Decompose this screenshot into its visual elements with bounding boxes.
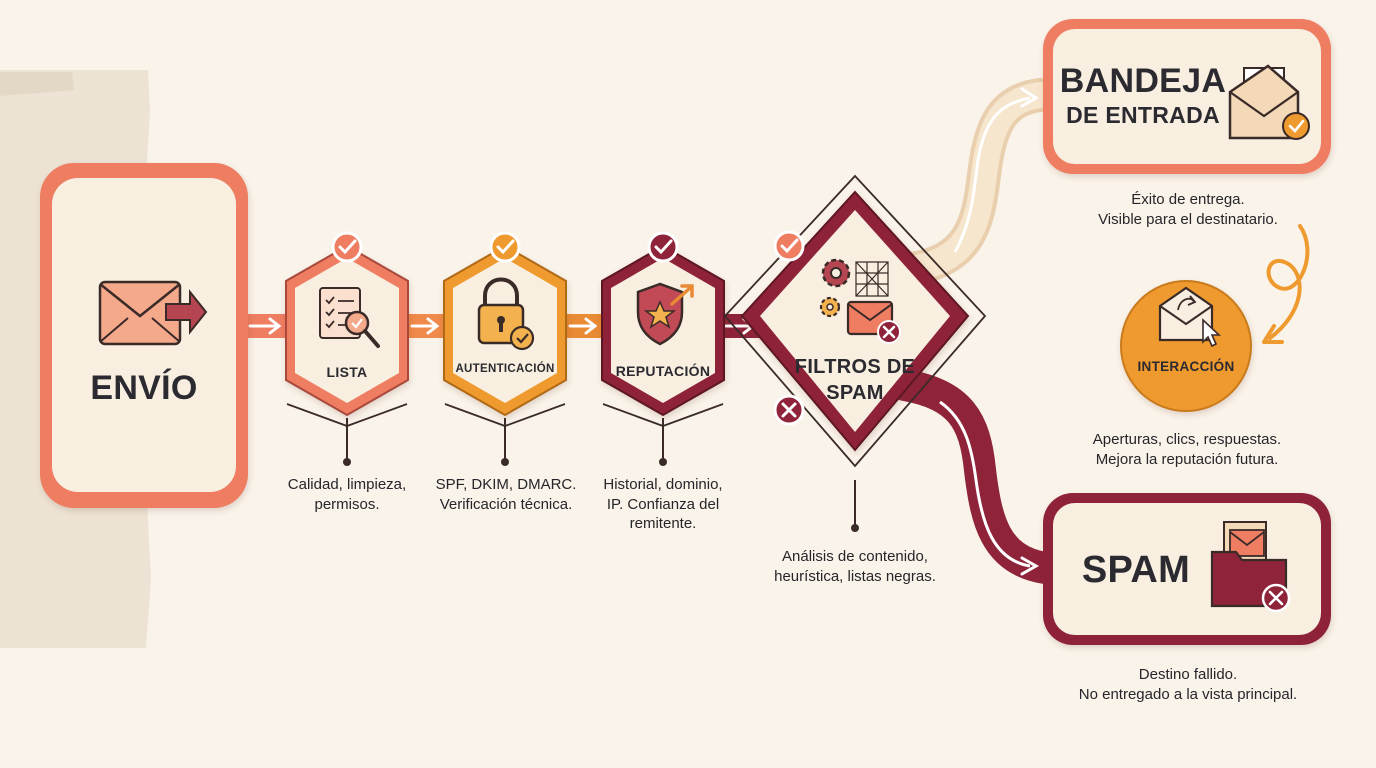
spam-card	[1043, 493, 1331, 645]
lista-caption-line-2: permisos.	[314, 495, 380, 513]
autenticacion-caption-line-1: SPF, DKIM, DMARC.	[435, 476, 577, 493]
envelope-check-icon	[1228, 64, 1310, 140]
inbox-branch-arrow	[888, 78, 1057, 287]
check-badge-icon	[647, 231, 679, 263]
check-badge-icon	[489, 231, 521, 263]
bandeja-caption: Éxito de entrega. Visible para el destin…	[1070, 190, 1306, 229]
spam-folder-icon	[1210, 521, 1291, 613]
lista-title: LISTA	[326, 364, 368, 380]
lista-node	[285, 231, 409, 466]
bandeja-card	[1043, 19, 1331, 174]
spam-caption-line-2: No entregado a la vista principal.	[1078, 685, 1298, 703]
lista-caption-line-1: Calidad, limpieza,	[287, 476, 407, 493]
check-badge-icon	[331, 231, 363, 263]
envio-title: ENVÍO	[90, 369, 198, 407]
interaccion-node	[1120, 224, 1310, 412]
interaccion-caption-line-2: Mejora la reputación futura.	[1095, 450, 1279, 468]
filtros-caption-line-1: Análisis de contenido,	[782, 548, 928, 565]
bandeja-title-line-2: DE ENTRADA	[1066, 102, 1220, 128]
shield-star-icon	[636, 282, 694, 346]
cross-badge-icon	[773, 394, 805, 426]
spam-title: SPAM	[1081, 549, 1191, 591]
spam-branch-arrow	[889, 369, 1061, 584]
filtros-title-line-2: SPAM	[826, 382, 884, 404]
filtros-caption-line-2: heurística, listas negras.	[774, 567, 936, 585]
autenticacion-title: AUTENTICACIÓN	[455, 363, 555, 375]
bandeja-caption-line-1: Éxito de entrega.	[1131, 191, 1245, 208]
reputacion-caption-line-1: Historial, dominio,	[603, 476, 723, 493]
reputacion-caption-line-3: remitente.	[629, 515, 697, 532]
bandeja-caption-line-2: Visible para el destinatario.	[1098, 210, 1278, 228]
interaccion-caption-line-1: Aperturas, clics, respuestas.	[1092, 431, 1282, 448]
envio-card	[40, 163, 248, 508]
envelope-cursor-icon	[1158, 286, 1222, 348]
reputacion-caption: Historial, dominio, IP. Confianza del re…	[583, 475, 743, 534]
reputacion-title: REPUTACIÓN	[615, 363, 711, 379]
envelope-send-icon	[98, 280, 208, 346]
spam-caption: Destino fallido. No entregado a la vista…	[1050, 665, 1326, 704]
lista-caption: Calidad, limpieza, permisos.	[262, 475, 432, 514]
autenticacion-caption: SPF, DKIM, DMARC. Verificación técnica.	[418, 475, 594, 514]
autenticacion-node	[443, 231, 567, 466]
reputacion-caption-line-2: IP. Confianza del	[606, 495, 720, 513]
autenticacion-caption-line-2: Verificación técnica.	[439, 495, 573, 513]
spam-caption-line-1: Destino fallido.	[1138, 666, 1238, 683]
reputacion-node	[601, 231, 725, 466]
gears-envelope-icon	[819, 258, 901, 344]
interaccion-caption: Aperturas, clics, respuestas. Mejora la …	[1062, 430, 1312, 469]
filtros-caption: Análisis de contenido, heurística, lista…	[755, 547, 955, 586]
bandeja-title-line-1: BANDEJA	[1059, 62, 1227, 100]
padlock-check-icon	[477, 277, 535, 351]
paper-scrap-corner	[0, 72, 74, 96]
filtros-title-line-1: FILTROS DE	[794, 356, 916, 378]
check-badge-icon	[773, 230, 805, 262]
filtros-node	[723, 174, 987, 532]
checklist-magnifier-icon	[319, 287, 380, 348]
interaccion-title: INTERACCIÓN	[1137, 359, 1235, 374]
